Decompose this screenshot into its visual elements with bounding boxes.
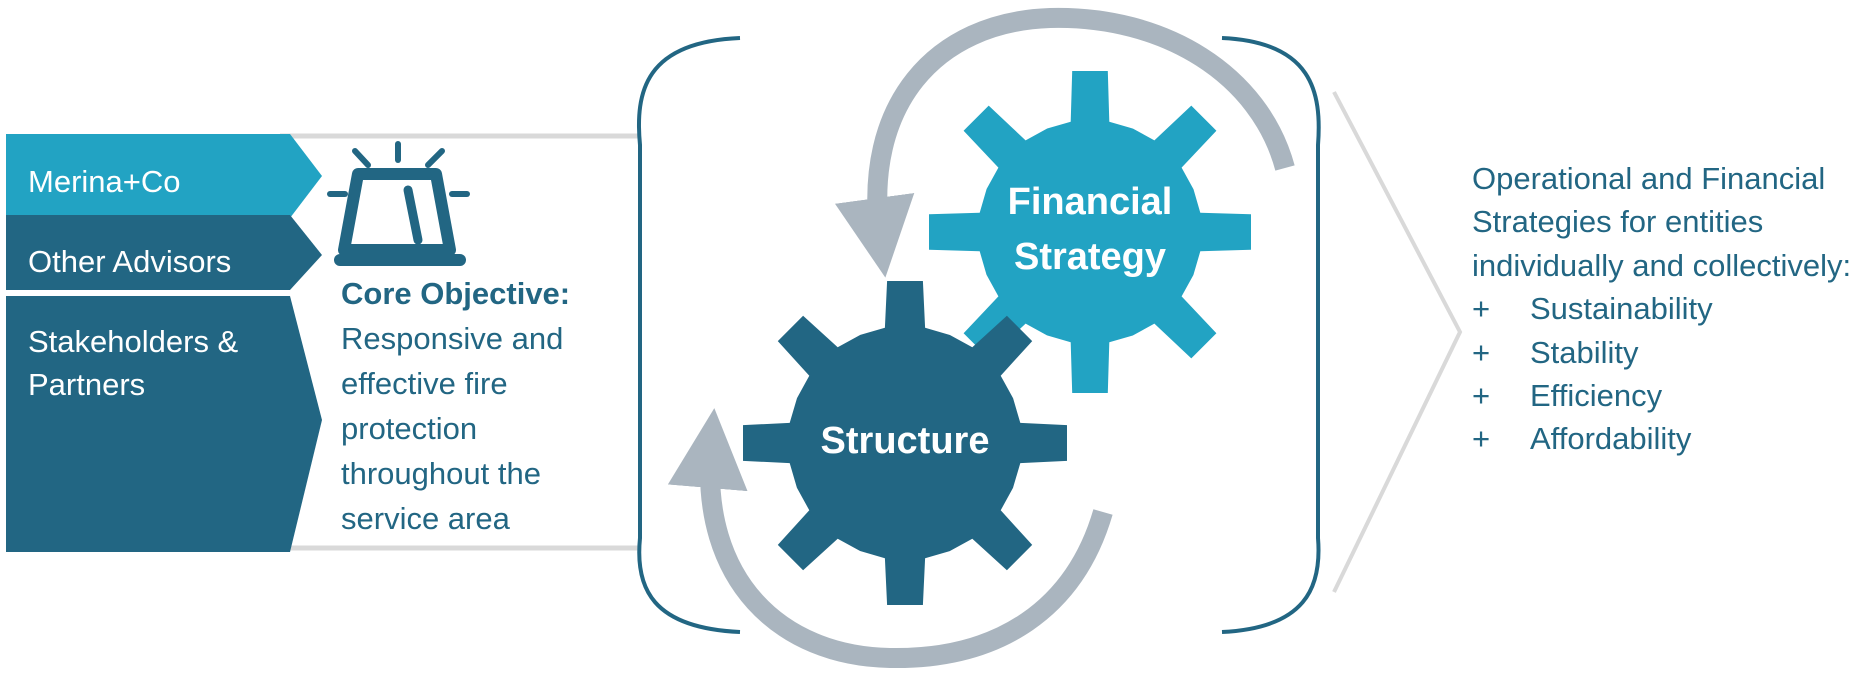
top-flow-arrow	[835, 7, 1295, 278]
structure-label: Structure	[820, 420, 990, 462]
left-frame	[280, 133, 640, 551]
outcome-item: + Efficiency	[1472, 374, 1857, 417]
core-objective-title: Core Objective:	[341, 276, 571, 311]
other-advisors-tab	[6, 215, 322, 290]
outcome-item: + Sustainability	[1472, 287, 1857, 330]
outcome-item-label: Affordability	[1530, 421, 1692, 457]
bullet-plus: +	[1472, 291, 1491, 327]
financial-strategy-label: Financial Strategy	[1007, 181, 1173, 279]
outcome-item-label: Efficiency	[1530, 377, 1663, 413]
outcome-block: Operational and Financial Strategies for…	[1472, 157, 1857, 461]
alarm-siren-icon	[327, 141, 470, 266]
outcome-intro: Operational and Financial Strategies for…	[1472, 161, 1852, 283]
stakeholders-tab-label: Stakeholders & Partners	[28, 324, 239, 403]
merina-tab-label: Merina+Co	[28, 164, 181, 199]
outcome-item-label: Stability	[1530, 334, 1639, 370]
bullet-plus: +	[1472, 377, 1491, 413]
core-objective-body: Responsive and effective fire protection…	[341, 321, 564, 536]
financial-strategy-gear	[929, 71, 1251, 393]
outcome-list: + Sustainability + Stability + Efficiency +…	[1472, 287, 1857, 461]
outcome-item: + Affordability	[1472, 417, 1857, 460]
bottom-flow-arrow	[667, 408, 1113, 669]
other-advisors-tab-label: Other Advisors	[28, 244, 232, 279]
outcome-item-label: Sustainability	[1530, 291, 1713, 327]
merina-tab	[6, 134, 322, 218]
structure-gear	[743, 281, 1067, 605]
bullet-plus: +	[1472, 334, 1491, 370]
right-bracket	[1221, 36, 1321, 634]
outcome-item: + Stability	[1472, 331, 1857, 374]
stakeholders-tab	[6, 296, 322, 552]
bullet-plus: +	[1472, 421, 1491, 457]
left-bracket	[636, 36, 741, 634]
outcome-chevron	[1332, 91, 1463, 593]
